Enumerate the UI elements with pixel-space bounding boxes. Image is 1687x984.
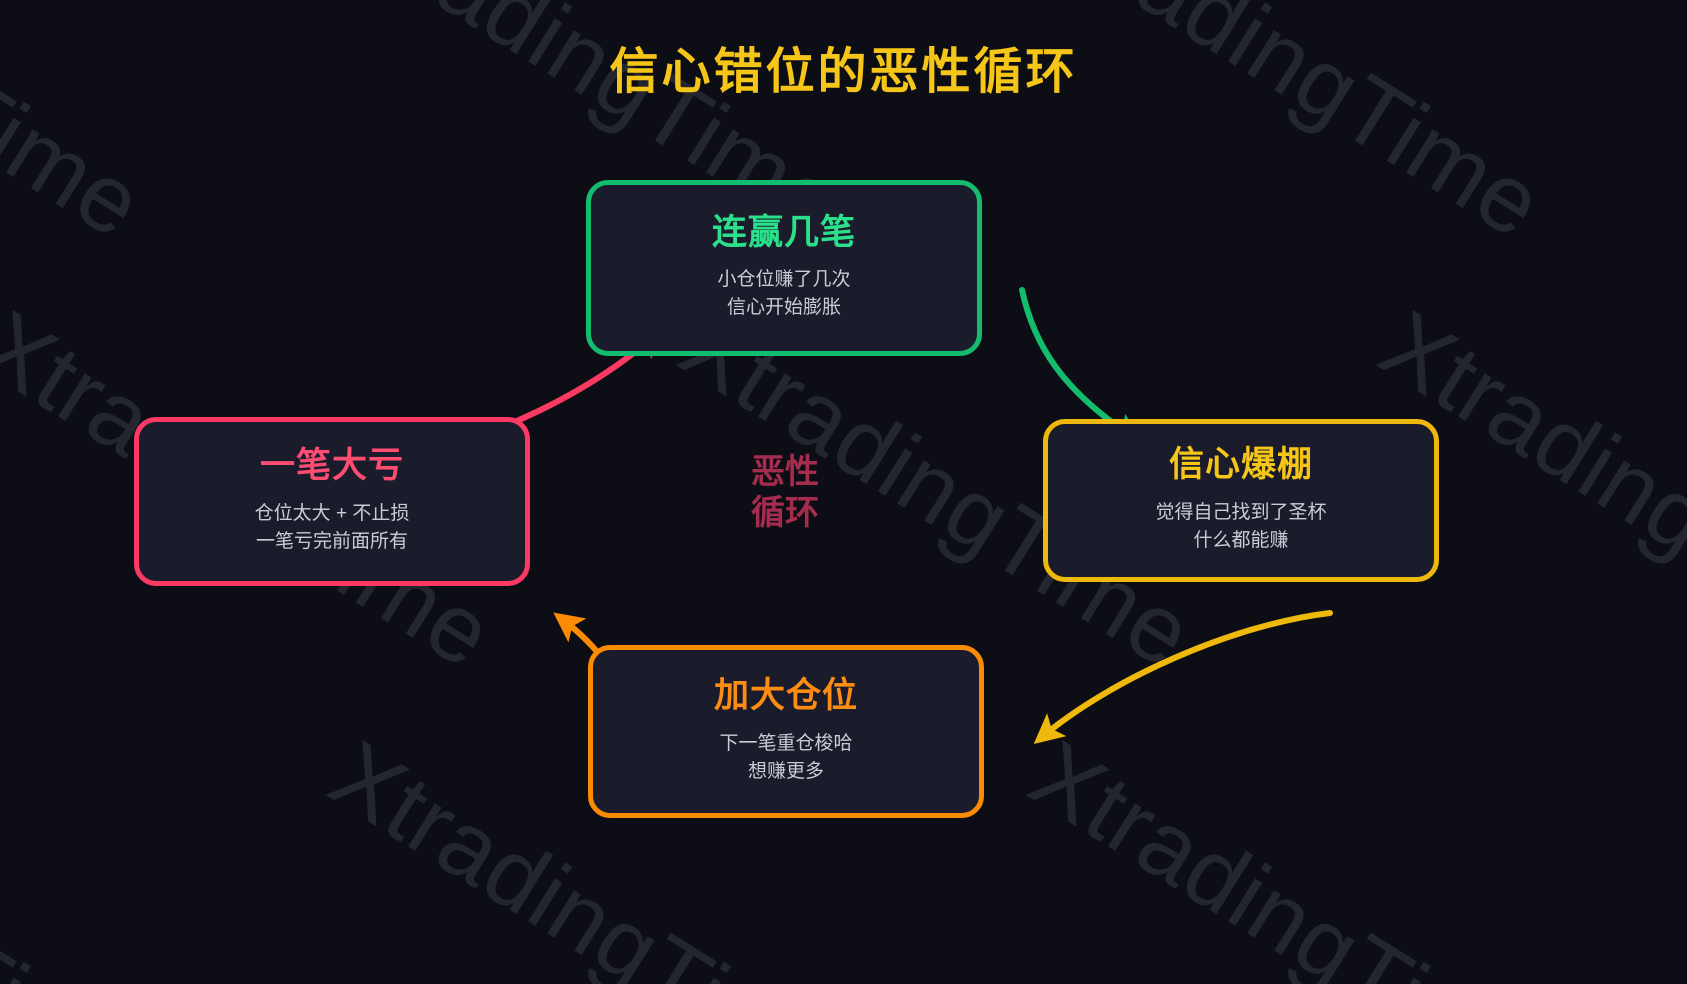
node-desc-line-1: 小仓位赚了几次	[717, 269, 851, 291]
node-increase-position[interactable]: 加大仓位 下一笔重仓梭哈 想赚更多	[588, 645, 984, 818]
center-label-line-2: 循环	[751, 494, 819, 533]
arrow-overconfidence-to-increase-position	[1033, 610, 1333, 744]
node-big-loss[interactable]: 一笔大亏 仓位太大 + 不止损 一笔亏完前面所有	[134, 417, 530, 586]
node-desc-big-loss: 仓位太大 + 不止损 一笔亏完前面所有	[255, 500, 410, 556]
node-desc-line-2: 信心开始膨胀	[726, 297, 841, 319]
node-desc-line-1: 下一笔重仓梭哈	[719, 732, 853, 754]
node-title-increase-position: 加大仓位	[713, 676, 858, 716]
node-desc-increase-position: 下一笔重仓梭哈 想赚更多	[719, 730, 852, 786]
node-desc-winning-streak: 小仓位赚了几次 信心开始膨胀	[717, 266, 850, 322]
node-desc-line-1: 仓位太大 + 不止损	[254, 502, 410, 524]
node-winning-streak[interactable]: 连赢几笔 小仓位赚了几次 信心开始膨胀	[586, 180, 982, 356]
node-title-winning-streak: 连赢几笔	[711, 212, 856, 252]
node-title-overconfidence: 信心爆棚	[1168, 445, 1313, 485]
node-desc-overconfidence: 觉得自己找到了圣杯 什么都能赚	[1155, 499, 1326, 555]
node-desc-line-2: 什么都能赚	[1193, 529, 1289, 551]
node-title-big-loss: 一笔大亏	[259, 446, 404, 486]
node-overconfidence[interactable]: 信心爆棚 觉得自己找到了圣杯 什么都能赚	[1043, 419, 1439, 582]
node-desc-line-1: 觉得自己找到了圣杯	[1155, 501, 1327, 523]
node-desc-line-2: 想赚更多	[747, 760, 824, 782]
arrow-winning-streak-to-overconfidence	[1019, 287, 1143, 443]
node-desc-line-2: 一笔亏完前面所有	[255, 530, 408, 552]
center-label-line-1: 恶性	[751, 453, 819, 491]
center-cycle-label: 恶性 循环	[700, 452, 870, 535]
page-title: 信心错位的恶性循环	[609, 45, 1078, 99]
